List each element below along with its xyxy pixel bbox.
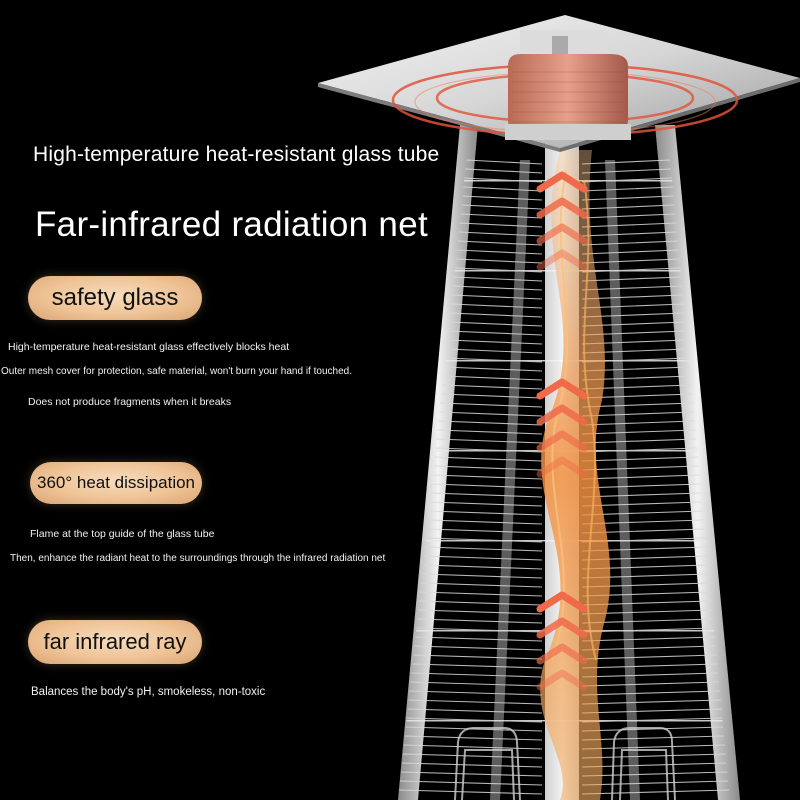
dissipation-desc-2: Then, enhance the radiant heat to the su…: [10, 553, 386, 564]
mesh-wire: [408, 699, 721, 705]
mesh-wire: [433, 465, 699, 471]
mesh-wire: [402, 753, 726, 759]
mesh-wire: [462, 195, 674, 201]
mesh-wire: [453, 276, 682, 282]
mesh-wire: [410, 681, 720, 687]
page-title: Far-infrared radiation net: [35, 205, 428, 244]
mesh-wire: [409, 690, 720, 696]
safety-desc-1: High-temperature heat-resistant glass ef…: [8, 341, 290, 353]
mesh-wire: [459, 222, 677, 228]
safety-glass-badge: safety glass: [28, 276, 202, 320]
mesh-wire: [439, 411, 694, 417]
mesh-wire: [436, 438, 697, 444]
mesh-wire: [456, 249, 679, 255]
mesh-wire: [415, 636, 715, 642]
mesh-wire: [438, 420, 695, 426]
safety-desc-2: Outer mesh cover for protection, safe ma…: [1, 366, 352, 377]
mesh-wire: [458, 231, 678, 237]
glass-tube-subtitle: High-temperature heat-resistant glass tu…: [33, 143, 440, 166]
chevron-up-icon: [536, 591, 588, 613]
chevron-up-icon: [536, 643, 588, 665]
infrared-desc-1: Balances the body's pH, smokeless, non-t…: [31, 686, 266, 698]
mesh-wire: [414, 645, 716, 651]
mesh-wire: [466, 159, 671, 165]
mesh-wire: [465, 168, 672, 174]
chevron-up-icon: [536, 197, 588, 219]
base-frame: [454, 727, 676, 800]
mesh-wire: [399, 789, 730, 795]
chevron-up-icon: [536, 404, 588, 426]
mesh-wire: [432, 474, 700, 480]
chevron-up-icon: [536, 456, 588, 478]
mesh-wire: [434, 456, 699, 462]
burner-bracket: [505, 124, 631, 140]
mesh-wire: [413, 654, 717, 660]
mesh-wire: [411, 672, 719, 678]
mesh-wire: [452, 285, 683, 291]
chevron-up-icon: [536, 171, 588, 193]
mesh-wire: [461, 204, 675, 210]
chevron-up-icon: [536, 223, 588, 245]
mesh-wire: [437, 429, 696, 435]
chevron-up-icon: [536, 617, 588, 639]
mesh-wire: [429, 501, 703, 507]
mesh-wire: [407, 708, 722, 714]
heat-flow-arrows: [536, 171, 588, 691]
chevron-up-icon: [536, 430, 588, 452]
mesh-wire: [430, 492, 702, 498]
mesh-wire: [412, 663, 718, 669]
mesh-wire: [463, 186, 673, 192]
right-post: [655, 125, 740, 800]
mesh-wire: [455, 258, 680, 264]
center-right-post: [605, 160, 640, 800]
safety-desc-3: Does not produce fragments when it break…: [28, 396, 232, 408]
mesh-wire: [440, 402, 693, 408]
chevron-up-icon: [536, 378, 588, 400]
chevron-up-icon: [536, 249, 588, 271]
mesh-wire: [460, 213, 676, 219]
far-infrared-badge: far infrared ray: [28, 620, 202, 664]
heat-dissipation-badge: 360° heat dissipation: [30, 462, 202, 504]
dissipation-desc-1: Flame at the top guide of the glass tube: [30, 528, 215, 540]
mesh-wire: [457, 240, 678, 246]
mesh-wire: [403, 744, 725, 750]
copper-burner: [508, 54, 628, 132]
chevron-up-icon: [536, 669, 588, 691]
mesh-wire: [404, 735, 725, 741]
mesh-wire: [431, 483, 701, 489]
